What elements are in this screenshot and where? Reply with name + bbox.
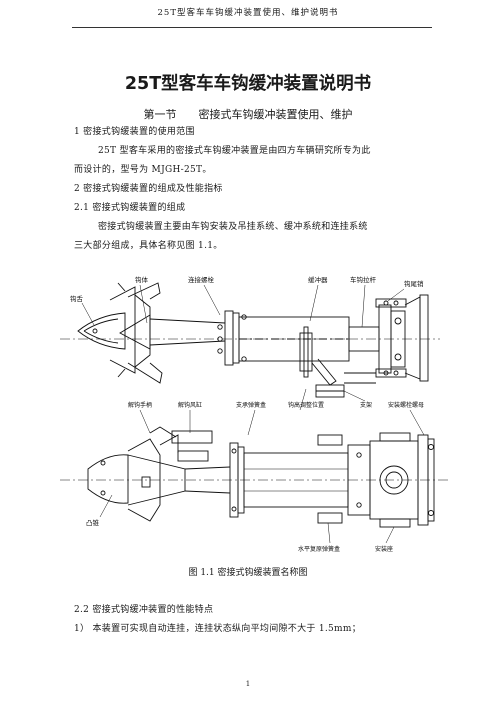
paragraph-text: 三大部分组成，具体名称见图 1.1。 — [74, 241, 223, 251]
label-support-spring-box: 支承弹簧盒 — [236, 401, 266, 409]
section-title: 第一节 密接式车钩缓冲装置使用、维护 — [0, 106, 496, 122]
section-number: 第一节 — [143, 108, 177, 121]
paragraph-text: 1） 本装置可实现自动连挂，连挂状态纵向平均间隙不大于 1.5mm； — [74, 624, 362, 634]
paragraph-heading: 2.1 密接式钩缓装置的组成 — [74, 203, 186, 213]
paragraph-heading: 2 密接式钩缓装置的组成及性能指标 — [74, 184, 223, 194]
header-rule — [72, 27, 432, 28]
page-number: 1 — [245, 680, 251, 688]
figure-caption: 图 1.1 密接式钩缓装置名称图 — [188, 568, 308, 578]
paragraph-text: 而设计的，型号为 MJGH-25T。 — [74, 165, 212, 175]
paragraph-text: 密接式钩缓装置主要由车钩安装及吊挂系统、缓冲系统和连挂系统 — [98, 222, 368, 232]
label-uncoupling-handle: 解钩手柄 — [128, 401, 152, 409]
label-knuckle: 钩舌 — [70, 294, 84, 303]
label-gouti: 钩体 — [135, 275, 149, 284]
paragraph-text: 25T 型客车采用的密接式车钩缓冲装置是由四方车辆研究所专为此 — [98, 146, 371, 156]
label-horizontal-return-spring: 水平复原弹簧盒 — [298, 545, 340, 553]
label-mounting-seat: 安装座 — [375, 545, 393, 553]
label-support: 支架 — [360, 401, 372, 409]
coupler-drawing: 钩体 连接螺栓 缓冲器 车钩拉杆 钩尾销 钩舌 解钩手柄 解钩风缸 支承弹簧盒 … — [60, 275, 450, 553]
page-header: 25T型客车车钩缓冲装置使用、维护说明书 — [157, 8, 339, 18]
label-height-adjust: 钩高调整位置 — [288, 401, 324, 409]
label-connecting-bolt: 连接螺栓 — [188, 275, 215, 284]
label-convex-cone: 凸锥 — [86, 518, 100, 527]
document-title: 25T型客车车钩缓冲装置说明书 — [124, 74, 372, 94]
label-mounting-bolts: 安装螺栓螺母 — [388, 401, 424, 409]
label-draw-bar: 车钩拉杆 — [350, 275, 377, 284]
label-tail-pin: 钩尾销 — [404, 279, 424, 288]
label-uncoupling-cylinder: 解钩风缸 — [178, 401, 202, 409]
paragraph-heading: 1 密接式钩缓装置的使用范围 — [74, 127, 195, 137]
paragraph-heading: 2.2 密接式钩缓冲装置的性能特点 — [74, 605, 214, 615]
label-buffer: 缓冲器 — [308, 275, 328, 284]
section-name: 密接式车钩缓冲装置使用、维护 — [198, 108, 353, 121]
